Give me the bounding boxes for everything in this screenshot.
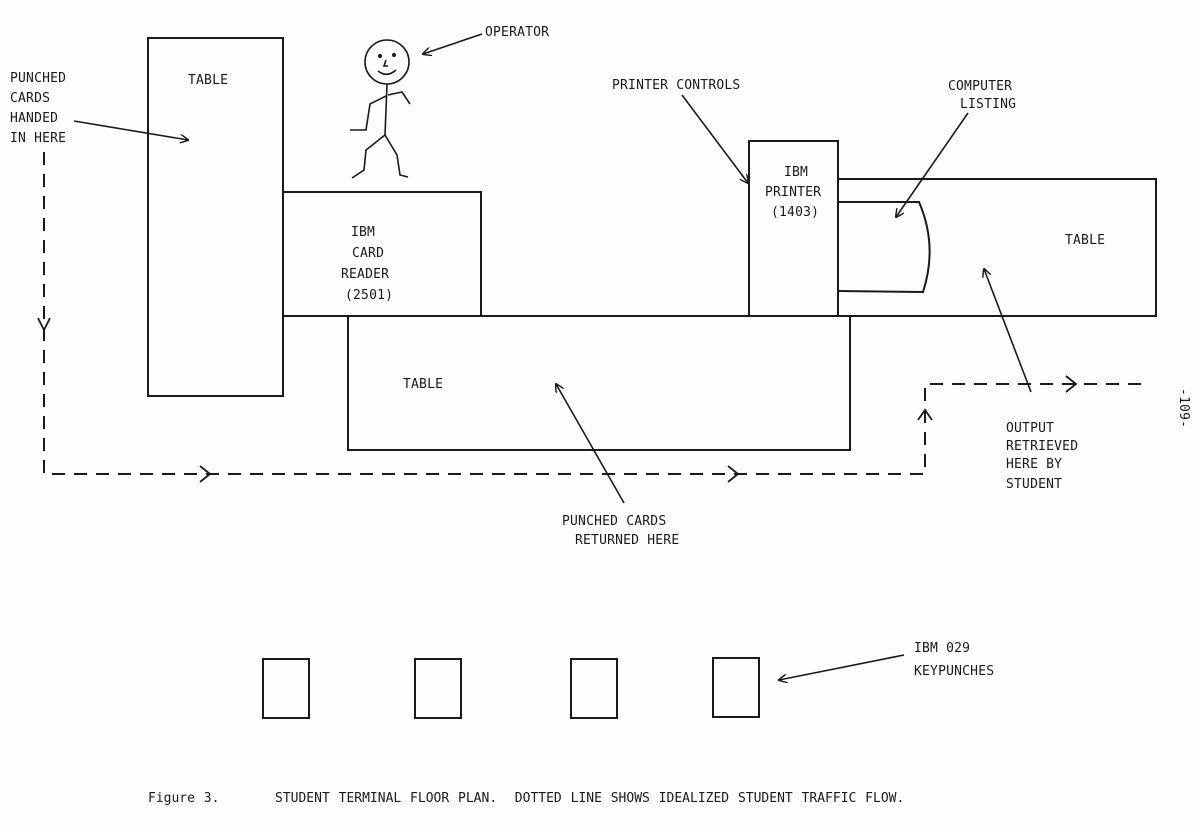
punched-cards-in-line: PUNCHED xyxy=(10,71,66,86)
computer-listing-sheet xyxy=(837,201,931,294)
printer-label: IBM PRINTER (1403) xyxy=(765,165,821,220)
keypunch-3 xyxy=(570,658,618,719)
punched-cards-in-line: IN HERE xyxy=(10,131,66,146)
keypunches-line: IBM 029 xyxy=(914,641,970,656)
punched-cards-in-label: PUNCHED CARDS HANDED IN HERE xyxy=(10,71,66,146)
figure-number: Figure 3. xyxy=(148,791,219,806)
keypunch-1 xyxy=(262,658,310,719)
card-reader-line: READER xyxy=(341,267,389,282)
punched-cards-in-line: CARDS xyxy=(10,91,50,106)
left-table-label: TABLE xyxy=(188,73,228,88)
operator-arrow xyxy=(423,33,483,54)
output-retrieved-line: STUDENT xyxy=(1006,477,1062,492)
computer-listing-arrow xyxy=(896,112,969,217)
punched-cards-returned-label: PUNCHED CARDS RETURNED HERE xyxy=(562,514,679,548)
keypunch-2 xyxy=(414,658,462,719)
punched-cards-returned-line: PUNCHED CARDS xyxy=(562,514,666,529)
operator-label: OPERATOR xyxy=(485,25,549,40)
printer-controls-label: PRINTER CONTROLS xyxy=(612,78,740,93)
flow-arrow-right-2 xyxy=(727,465,740,483)
flow-arrow-right-3 xyxy=(1065,375,1078,393)
flow-arrow-up xyxy=(917,408,933,421)
punched-cards-returned-line: RETURNED HERE xyxy=(575,533,679,548)
left-table xyxy=(147,37,284,397)
card-reader-label: IBM CARD READER (2501) xyxy=(341,225,393,303)
punched-cards-in-line: HANDED xyxy=(10,111,58,126)
output-retrieved-arrow xyxy=(984,269,1032,393)
keypunches-label: IBM 029 KEYPUNCHES xyxy=(914,641,994,679)
output-retrieved-line: OUTPUT xyxy=(1006,421,1054,436)
center-table-label: TABLE xyxy=(403,377,443,392)
card-reader-line: IBM xyxy=(351,225,375,240)
printer-line: PRINTER xyxy=(765,185,821,200)
output-retrieved-line: RETRIEVED xyxy=(1006,439,1078,454)
keypunches-arrow xyxy=(779,654,905,680)
flow-arrow-down xyxy=(37,317,51,333)
right-table-label: TABLE xyxy=(1065,233,1105,248)
page-number: -109- xyxy=(1176,388,1191,428)
traffic-flow-path xyxy=(43,152,1150,475)
output-retrieved-label: OUTPUT RETRIEVED HERE BY STUDENT xyxy=(1006,421,1078,492)
flow-arrow-right-1 xyxy=(199,465,212,483)
computer-listing-line: COMPUTER xyxy=(948,79,1012,94)
card-reader-line: CARD xyxy=(352,246,384,261)
output-retrieved-line: HERE BY xyxy=(1006,457,1062,472)
computer-listing-line: LISTING xyxy=(960,97,1016,112)
computer-listing-label: COMPUTER LISTING xyxy=(948,79,1016,112)
center-table xyxy=(347,315,851,451)
keypunches-line: KEYPUNCHES xyxy=(914,664,994,679)
figure-caption: STUDENT TERMINAL FLOOR PLAN. DOTTED LINE… xyxy=(275,791,904,806)
printer-controls-arrow xyxy=(681,94,748,183)
right-table xyxy=(837,178,1157,317)
operator-figure xyxy=(350,39,411,179)
printer-line: IBM xyxy=(784,165,808,180)
cards-returned-arrow xyxy=(556,384,625,504)
keypunch-4 xyxy=(712,657,760,718)
cards-in-arrow xyxy=(73,120,188,140)
card-reader-line: (2501) xyxy=(345,288,393,303)
printer-line: (1403) xyxy=(771,205,819,220)
